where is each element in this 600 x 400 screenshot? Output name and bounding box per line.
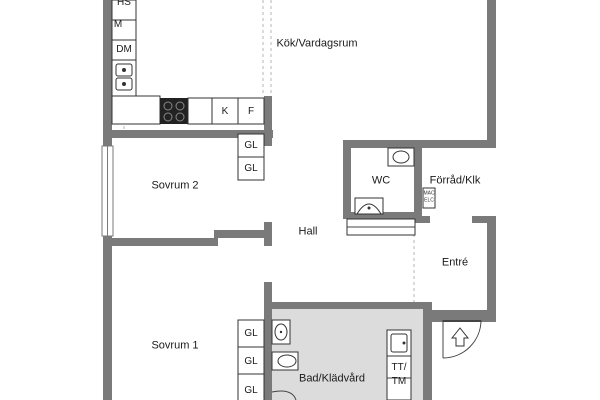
hall-stub-wall (264, 222, 272, 246)
fixture-label-tt: TT/ (391, 362, 407, 373)
room-label-bedroom-1: Sovrum 1 (151, 339, 199, 352)
fixture-label-gl-1: GL (244, 140, 258, 151)
fixture-label-gl-2: GL (244, 163, 258, 174)
fixture-label-gl-4: GL (244, 356, 258, 367)
fixture-label-elc: ELC (424, 197, 434, 204)
bedroom1-east-wall (264, 282, 272, 400)
bath-top-wall (264, 302, 432, 309)
room-label-bath: Bad/Klädvård (298, 372, 366, 385)
fixture-label-k: K (221, 106, 229, 117)
east-wall-lower (487, 222, 496, 322)
wc-east-wall (414, 140, 422, 218)
room-label-hall: Hall (298, 225, 318, 238)
wardrobes-bedroom-2 (237, 133, 265, 181)
kitchen-partition (264, 96, 272, 146)
room-label-kitchen-living: Kök/Vardagsrum (276, 37, 358, 50)
fixture-label-gl-3: GL (244, 328, 258, 339)
bedroom2-bottom-wall-b (214, 230, 264, 238)
room-label-bedroom-2: Sovrum 2 (151, 179, 199, 192)
entrance-door (442, 319, 482, 359)
kitchen-counter (111, 0, 265, 125)
fixture-label-dm: DM (116, 44, 132, 55)
fixture-label-hs: HS (117, 0, 131, 8)
wc-top-wall (343, 140, 421, 148)
east-wall (487, 0, 496, 140)
storage-bottom-wall-a (414, 216, 430, 223)
entrance-arrow-icon (450, 327, 470, 347)
wc-west-wall (343, 140, 351, 218)
electrical-panel (422, 187, 436, 209)
room-label-storage: Förråd/Klk (429, 174, 481, 187)
entrance-step-wall (430, 310, 496, 322)
west-wall-upper (103, 0, 112, 146)
fixture-label-tm: TM (391, 376, 407, 387)
fixture-label-gl-5: GL (244, 385, 258, 396)
room-label-wc: WC (371, 174, 391, 187)
room-label-entrance: Entré (441, 256, 469, 269)
wardrobes-bedroom-1 (237, 319, 265, 400)
storage-top-wall (414, 140, 496, 148)
bedroom2-bottom-wall-a (103, 238, 218, 246)
stove (160, 98, 188, 124)
west-wall-lower (103, 236, 112, 400)
bath-fixtures (271, 319, 412, 400)
wc-bottom-wall (343, 212, 422, 219)
fixture-label-f: F (247, 106, 255, 117)
bath-east-wall (423, 302, 432, 400)
storage-bottom-wall-b (472, 216, 496, 223)
bedroom2-top-wall (103, 130, 273, 138)
west-window (101, 145, 114, 237)
wc-fixtures (346, 147, 416, 236)
walls (103, 0, 496, 400)
fixture-label-m: M (113, 19, 123, 30)
fixture-label-mac: MAC (423, 190, 435, 197)
